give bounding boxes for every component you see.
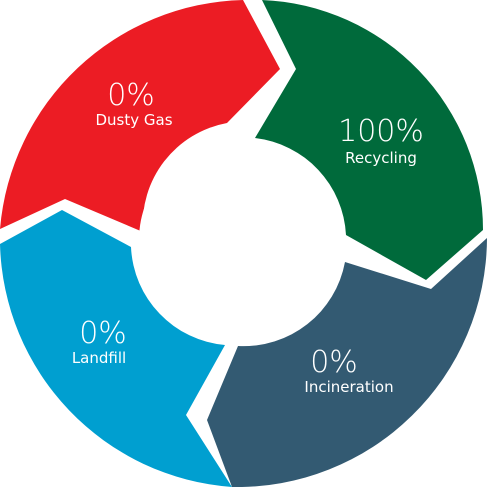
incineration-label: Incineration [304, 378, 393, 396]
segment-landfill-arrow [0, 210, 232, 487]
landfill-label: Landfill [72, 349, 126, 367]
landfill-percent: 0% [79, 316, 127, 351]
recycling-percent: 100% [338, 114, 424, 149]
segment-incineration-arrow [207, 238, 487, 487]
segment-recycling-arrow [255, 0, 484, 280]
recycling-label: Recycling [345, 149, 417, 167]
dusty-gas-percent: 0% [107, 78, 155, 113]
dusty-gas-label: Dusty Gas [95, 111, 172, 129]
incineration-percent: 0% [310, 345, 358, 380]
segment-dusty-gas-arrow [0, 0, 280, 232]
center-hole [139, 139, 341, 341]
